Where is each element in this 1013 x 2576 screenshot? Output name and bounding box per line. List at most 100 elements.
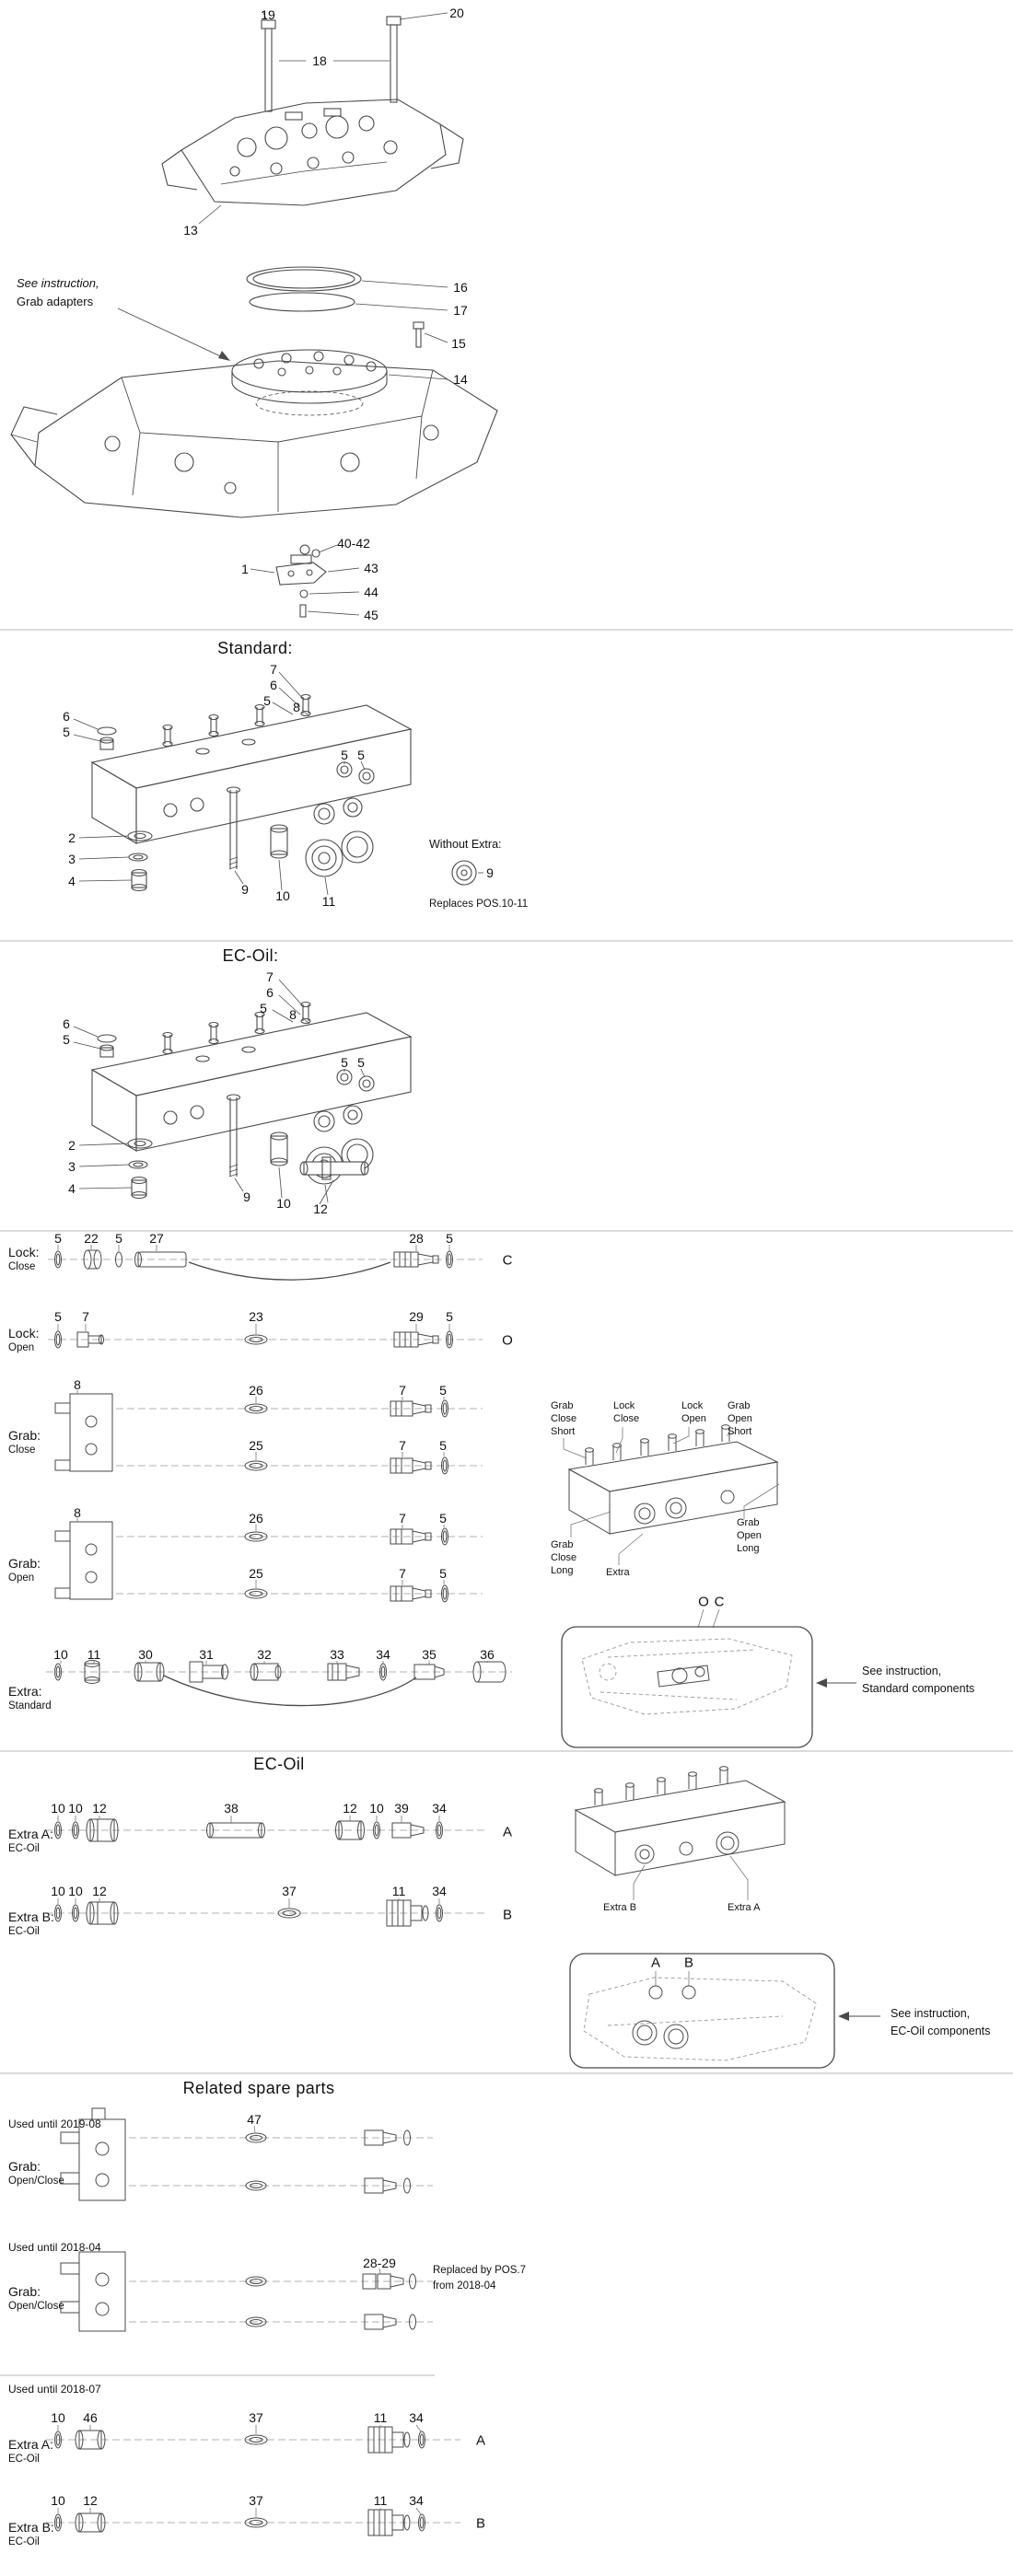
row-label: Lock:Open (8, 1326, 40, 1353)
part-callout-23: 23 (249, 1309, 263, 1324)
part-callout-5: 5 (439, 1511, 447, 1526)
diagram-label: Grab Open Long (737, 1517, 762, 1554)
part-callout-31: 31 (199, 1647, 214, 1662)
part-callout-34: 34 (376, 1647, 390, 1662)
standard-components-box (561, 1626, 856, 1748)
part-callout-15: 15 (451, 336, 466, 351)
part-callout-13: 13 (183, 223, 198, 238)
part-callout-10: 10 (275, 888, 290, 903)
part-callout-40-42: 40-42 (337, 536, 370, 551)
ecoil-rows-drawing (46, 1816, 488, 1927)
part-callout-18: 18 (312, 53, 327, 68)
part-callout-29: 29 (409, 1309, 424, 1324)
part-callout-12: 12 (313, 1201, 328, 1216)
part-callout-34: 34 (409, 2410, 424, 2425)
circuit-letter-C: C (502, 1252, 513, 1269)
part-callout-5: 5 (54, 1309, 62, 1324)
diagram-label: Lock Close (613, 1400, 640, 1424)
spare-parts-drawing (46, 2107, 460, 2536)
part-callout-10: 10 (53, 1647, 68, 1662)
part-callout-9: 9 (243, 1189, 250, 1204)
part-callout-6: 6 (63, 709, 70, 724)
without-extra-label: Without Extra: (429, 838, 502, 851)
part-callout-38: 38 (224, 1801, 239, 1816)
row-label: Grab:Close (8, 1428, 41, 1456)
part-callout-28-29: 28-29 (363, 2256, 396, 2270)
note-ecoil-components-line1: See instruction, (891, 2007, 971, 2020)
diagram-label: Lock Open (681, 1400, 706, 1424)
part-callout-5: 5 (439, 1438, 447, 1453)
part-callout-5: 5 (63, 1032, 70, 1047)
part-callout-5: 5 (341, 1055, 348, 1070)
part-callout-11: 11 (321, 894, 336, 909)
part-callout-7: 7 (399, 1438, 406, 1453)
part-callout-37: 37 (249, 2493, 263, 2508)
circuit-letter-A: A (502, 1824, 513, 1840)
row-label: Extra:Standard (8, 1684, 52, 1712)
part-callout-5: 5 (357, 1055, 365, 1070)
ecoil-components-box (569, 1953, 880, 2069)
diagram-label: Grab Close Long (551, 1539, 577, 1576)
without-extra-icon (451, 860, 483, 886)
part-callout-2: 2 (68, 1138, 76, 1153)
part-callout-12: 12 (343, 1801, 357, 1816)
diagram-label: Extra A (728, 1902, 761, 1913)
part-callout-30: 30 (138, 1647, 153, 1662)
part-callout-5: 5 (357, 748, 365, 762)
part-callout-6: 6 (270, 678, 277, 692)
part-callout-37: 37 (249, 2410, 263, 2425)
part-callout-7: 7 (399, 1566, 406, 1581)
hose-rows-drawing (46, 1245, 512, 1707)
circuit-letter-A: A (650, 1955, 661, 1971)
circuit-letter-B: B (502, 1907, 513, 1923)
part-callout-7: 7 (270, 662, 277, 677)
part-callout-5: 5 (446, 1309, 453, 1324)
part-callout-7: 7 (266, 969, 274, 984)
part-callout-6: 6 (266, 985, 274, 1000)
note-standard-components-line1: See instruction, (862, 1665, 942, 1677)
part-callout-9: 9 (486, 865, 494, 880)
part-callout-5: 5 (263, 693, 271, 708)
part-callout-28: 28 (409, 1231, 424, 1246)
exploded-view-drawing (10, 10, 498, 618)
row-label: Extra A:EC-Oil (8, 2437, 54, 2465)
part-callout-12: 12 (92, 1801, 107, 1816)
part-callout-37: 37 (282, 1884, 297, 1898)
part-callout-8: 8 (74, 1505, 81, 1520)
part-callout-8: 8 (289, 1007, 297, 1022)
part-callout-34: 34 (432, 1884, 447, 1898)
part-callout-11: 11 (87, 1647, 101, 1662)
part-callout-27: 27 (149, 1231, 164, 1246)
part-callout-19: 19 (261, 7, 275, 22)
part-callout-10: 10 (51, 1801, 65, 1816)
part-callout-10: 10 (68, 1801, 83, 1816)
circuit-letter-B: B (475, 2515, 486, 2532)
diagram-label: Grab Open Short (728, 1400, 752, 1437)
row-label: Grab:Open (8, 1556, 41, 1584)
part-callout-16: 16 (453, 280, 468, 295)
row-label: Extra A:EC-Oil (8, 1827, 54, 1854)
part-callout-5: 5 (446, 1231, 453, 1246)
row-label: Extra B:EC-Oil (8, 1909, 54, 1937)
used-until-2018-07: Used until 2018-07 (8, 2383, 101, 2396)
part-callout-32: 32 (257, 1647, 272, 1662)
part-callout-7: 7 (399, 1383, 406, 1398)
circuit-letter-O: O (698, 1594, 709, 1610)
part-callout-7: 7 (399, 1511, 406, 1526)
circuit-letter-A: A (475, 2432, 486, 2449)
part-callout-26: 26 (249, 1511, 263, 1526)
part-callout-34: 34 (409, 2493, 424, 2508)
used-until-2018-04: Used until 2018-04 (8, 2241, 101, 2254)
note-replaced-by: Replaced by POS.7 from 2018-04 (433, 2263, 526, 2295)
circuit-letter-O: O (502, 1332, 513, 1349)
part-callout-5: 5 (115, 1231, 122, 1246)
part-callout-34: 34 (432, 1801, 447, 1816)
part-callout-8: 8 (74, 1377, 81, 1392)
part-callout-6: 6 (63, 1016, 70, 1031)
note-ecoil-components: See instruction, EC-Oil components (891, 2005, 990, 2040)
part-callout-33: 33 (330, 1647, 344, 1662)
part-callout-11: 11 (391, 1884, 406, 1898)
